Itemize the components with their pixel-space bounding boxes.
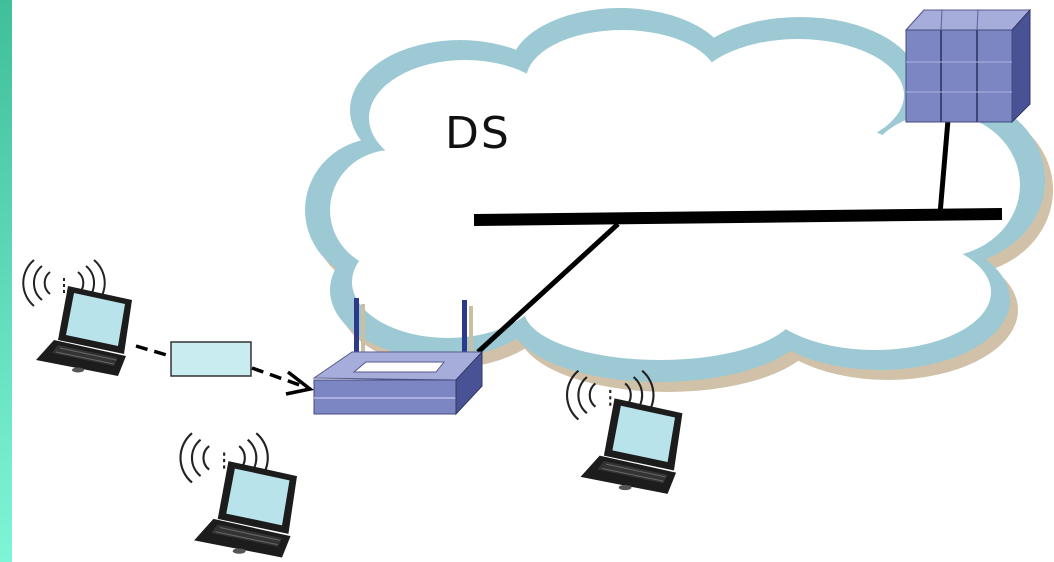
wireless-laptop-icon	[179, 432, 299, 559]
server-link	[937, 119, 951, 215]
wireless-access-point-icon	[312, 298, 484, 416]
data-frame-icon	[170, 341, 252, 377]
cloud-highlight	[330, 30, 1020, 360]
server-rack-icon	[904, 8, 1032, 124]
wireless-laptop-icon	[22, 259, 134, 377]
transmission-arrow	[135, 344, 315, 396]
ds-label: DS	[445, 108, 511, 159]
ap-uplink	[476, 222, 620, 354]
ds-backbone-bus	[473, 208, 1003, 226]
